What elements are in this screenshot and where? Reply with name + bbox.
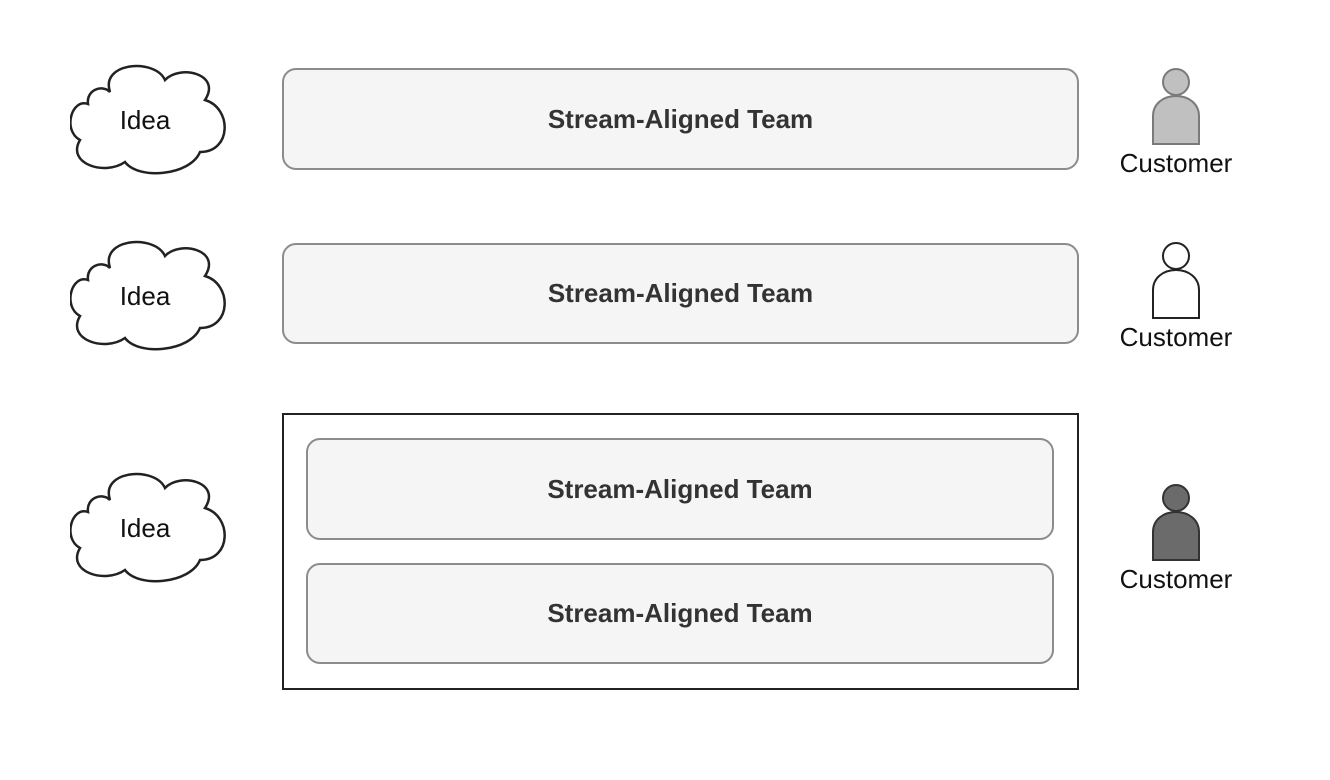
customer-label: Customer <box>1119 148 1233 178</box>
cloud-icon <box>70 240 226 351</box>
idea-cloud: Idea <box>70 64 232 176</box>
stream-aligned-team: Stream-Aligned Team <box>282 243 1079 344</box>
person-body <box>1152 94 1200 145</box>
person-icon <box>1152 484 1200 561</box>
idea-label: Idea <box>119 104 171 135</box>
person-body <box>1152 510 1200 561</box>
stream-aligned-team: Stream-Aligned Team <box>306 438 1054 540</box>
idea-label: Idea <box>119 512 171 543</box>
idea-cloud: Idea <box>70 240 232 352</box>
cloud-icon <box>70 64 226 175</box>
customer-label: Customer <box>1119 564 1233 594</box>
person-body <box>1152 268 1200 319</box>
idea-label: Idea <box>119 280 171 311</box>
customer: Customer <box>1106 482 1246 594</box>
customer: Customer <box>1106 66 1246 178</box>
person-head <box>1162 484 1190 512</box>
cloud-icon <box>70 472 226 583</box>
person-head <box>1162 68 1190 96</box>
person-icon <box>1152 242 1200 319</box>
customer-label: Customer <box>1119 322 1233 352</box>
person-icon <box>1152 68 1200 145</box>
idea-cloud: Idea <box>70 472 232 584</box>
stream-aligned-team: Stream-Aligned Team <box>282 68 1079 170</box>
customer: Customer <box>1106 240 1246 352</box>
person-head <box>1162 242 1190 270</box>
stream-aligned-team: Stream-Aligned Team <box>306 563 1054 664</box>
